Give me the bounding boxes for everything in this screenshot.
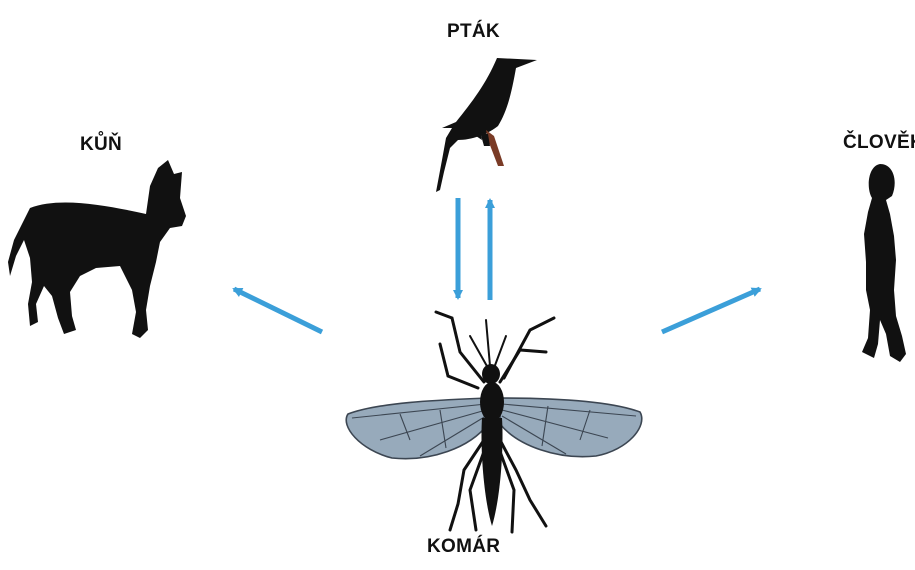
horse-icon [8,160,186,338]
mosquito-head [482,364,500,384]
arrow-mosquito-to-horse [234,289,322,332]
mosquito-left-wing [346,398,488,459]
mosquito-icon [346,312,642,532]
mosquito-label: KOMÁR [427,536,500,558]
mosquito-thorax [480,382,504,422]
bird-label: PTÁK [447,21,500,43]
mosquito-abdomen [481,418,502,526]
horse-label: KŮŇ [80,134,122,156]
mosquito-antennae [470,320,506,368]
arrow-mosquito-to-human [662,289,760,332]
bird-icon [436,58,537,192]
human-icon [862,164,906,362]
